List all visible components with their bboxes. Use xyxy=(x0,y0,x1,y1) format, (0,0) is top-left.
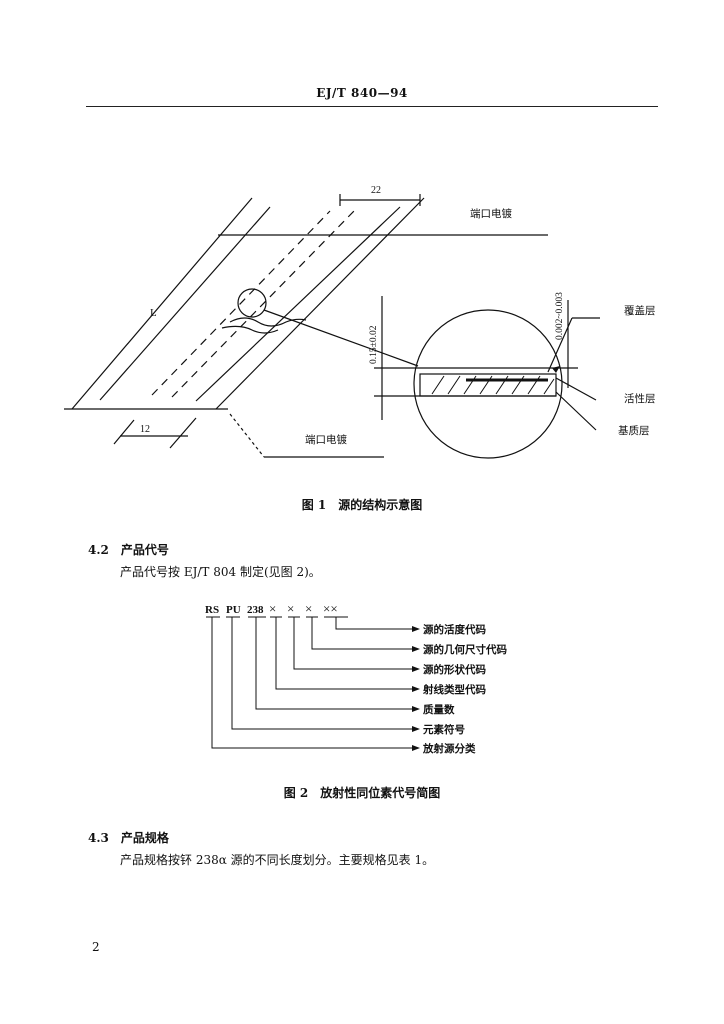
cover-layer-label: 覆盖层 xyxy=(624,304,656,317)
dim-bottom-tick-left xyxy=(113,419,135,445)
code-part-xx: ×× xyxy=(323,601,338,616)
section-4-2-text: 产品代号按 EJ/T 804 制定(见图 2)。 xyxy=(120,565,321,579)
page-header: EJ/T 840—94 xyxy=(316,86,408,100)
code-part-x3: × xyxy=(305,601,312,616)
code-part-238: 238 xyxy=(247,604,264,616)
code-part-pu: PU xyxy=(226,604,241,616)
cutaway-wave xyxy=(229,317,307,327)
label-ray-type-code: 射线类型代码 xyxy=(422,683,486,696)
code-leaders xyxy=(211,617,414,749)
label-activity-code: 源的活度代码 xyxy=(423,623,486,636)
callout-leader xyxy=(263,309,419,367)
cover-arrow-head xyxy=(552,366,560,373)
strip-right-edge xyxy=(215,197,425,410)
section-4-3-text: 产品规格按钚 238α 源的不同长度划分。主要规格见表 1。 xyxy=(120,853,435,867)
label-geometry-code: 源的几何尺寸代码 xyxy=(423,643,507,656)
header-rule xyxy=(86,106,658,107)
top-electrode-label: 端口电镀 xyxy=(470,207,512,220)
cover-thickness-label: 0.002~0.003 xyxy=(555,292,565,340)
strip-dashed-right xyxy=(171,210,355,398)
detail-circle xyxy=(413,309,563,459)
dim-length-label: L xyxy=(150,307,157,319)
code-arrowheads xyxy=(412,626,420,751)
label-source-class: 放射源分类 xyxy=(422,742,476,755)
label-mass-number: 质量数 xyxy=(423,703,455,716)
section-4-2-heading: 4.2 产品代号 xyxy=(88,543,169,557)
substrate-layer xyxy=(419,373,557,397)
thickness-label: 0.15±0.02 xyxy=(369,325,379,364)
code-labels: 源的活度代码 源的几何尺寸代码 源的形状代码 射线类型代码 质量数 元素符号 放… xyxy=(422,623,507,755)
detail-callout-circle xyxy=(237,288,267,318)
substrate-layer-label: 基质层 xyxy=(618,424,650,437)
dim-bottom-tick-right xyxy=(169,417,197,449)
strip-inner-right xyxy=(195,206,401,402)
label-shape-code: 源的形状代码 xyxy=(423,663,486,676)
code-parts: RS PU 238 × × × ×× xyxy=(205,601,338,616)
bottom-electrode-leader xyxy=(229,413,265,458)
code-part-rs: RS xyxy=(205,604,219,616)
leader-substrate xyxy=(555,391,597,431)
leader-cover xyxy=(547,317,573,373)
cutaway-wave-lower xyxy=(221,325,279,334)
section-4-3-heading: 4.3 产品规格 xyxy=(88,831,169,845)
strip-inner-left xyxy=(99,206,271,401)
strip-dashed-left xyxy=(151,210,331,396)
figure1-caption: 图 1 源的结构示意图 xyxy=(301,498,423,512)
code-part-x2: × xyxy=(287,601,294,616)
page-number: 2 xyxy=(92,940,100,954)
strip-left-edge xyxy=(71,197,253,410)
dim-width-label: 22 xyxy=(371,185,381,196)
leader-active xyxy=(555,377,597,401)
active-layer-label: 活性层 xyxy=(624,392,656,405)
bottom-electrode-label: 端口电镀 xyxy=(305,433,347,446)
code-part-x1: × xyxy=(269,601,276,616)
figure2-caption: 图 2 放射性同位素代号简图 xyxy=(283,786,441,800)
dim-bottom-label: 12 xyxy=(140,424,150,435)
label-element-symbol: 元素符号 xyxy=(423,723,465,736)
